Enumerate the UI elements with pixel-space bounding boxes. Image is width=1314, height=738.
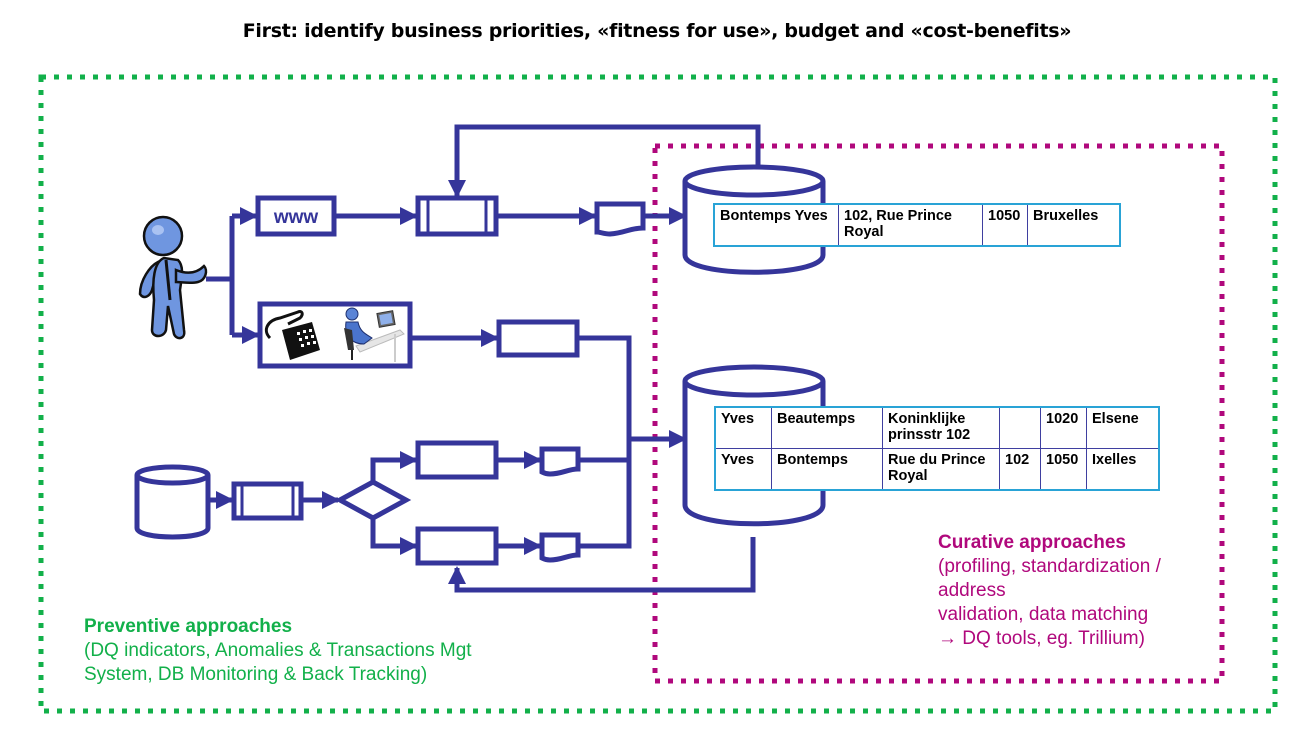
table-row: Yves Beautemps Koninklijke prinsstr 102 …	[715, 407, 1160, 449]
preventive-heading: Preventive approaches	[84, 616, 293, 637]
curative-line: validation, data matching	[938, 604, 1149, 625]
database-top-table: Bontemps Yves 102, Rue Prince Royal 1050…	[713, 203, 1121, 247]
table-cell: Beautemps	[771, 407, 883, 449]
diagram-title: First: identify business priorities, «fi…	[242, 20, 1072, 42]
call-center-agent-icon	[344, 307, 405, 362]
curative-line: (profiling, standardization /	[938, 556, 1161, 577]
database-bottom-table: Yves Beautemps Koninklijke prinsstr 102 …	[714, 406, 1160, 491]
table-cell: Yves	[715, 407, 772, 449]
web-label: www	[273, 207, 319, 228]
customer-person-icon	[138, 215, 208, 340]
connector-decision-lower	[370, 514, 418, 555]
feedback-db-top-to-process	[448, 124, 761, 198]
document-lower-branch	[539, 532, 581, 563]
table-row: Yves Bontemps Rue du Prince Royal 102 10…	[715, 448, 1160, 491]
process-entry-top	[415, 195, 499, 237]
telephone-icon	[264, 310, 320, 360]
process-phone-entry	[496, 319, 580, 358]
phone-channel-box	[257, 301, 413, 369]
table-cell: 102, Rue Prince Royal	[838, 204, 983, 247]
table-cell: Bontemps Yves	[714, 204, 839, 247]
curative-boundary	[652, 143, 1225, 684]
preventive-line: System, DB Monitoring & Back Tracking)	[84, 664, 428, 685]
decision-diamond	[334, 479, 412, 521]
table-row: Bontemps Yves 102, Rue Prince Royal 1050…	[714, 204, 1121, 247]
process-lower-branch	[415, 526, 499, 566]
table-cell: 102	[999, 448, 1041, 491]
table-cell: Bontemps	[771, 448, 883, 491]
web-channel-box: www	[255, 195, 337, 237]
curative-line: → DQ tools, eg. Trillium)	[938, 628, 1145, 649]
process-batch-load	[231, 481, 304, 521]
document-upper-branch	[539, 446, 581, 477]
connector-decision-upper	[370, 451, 418, 486]
table-cell: 1020	[1040, 407, 1087, 449]
table-cell: Bruxelles	[1027, 204, 1121, 247]
table-cell: 1050	[982, 204, 1028, 247]
preventive-approaches-note: Preventive approaches (DQ indicators, An…	[84, 615, 472, 687]
connector-box-bus	[577, 335, 632, 459]
table-cell: Rue du Prince Royal	[882, 448, 1000, 491]
table-cell	[999, 407, 1041, 449]
table-cell: Elsene	[1086, 407, 1160, 449]
curative-line: address	[938, 580, 1006, 601]
table-cell: 1050	[1040, 448, 1087, 491]
connector-lower-doc-bus	[578, 459, 632, 549]
curative-heading: Curative approaches	[938, 532, 1126, 553]
table-cell: Yves	[715, 448, 772, 491]
preventive-boundary	[38, 74, 1278, 714]
preventive-line: (DQ indicators, Anomalies & Transactions…	[84, 640, 472, 661]
connector-person-split	[206, 216, 235, 335]
table-cell: Koninklijke prinsstr 102	[882, 407, 1000, 449]
document-top	[594, 201, 646, 237]
table-cell: Ixelles	[1086, 448, 1160, 491]
curative-approaches-note: Curative approaches (profiling, standard…	[938, 531, 1161, 651]
source-database-icon	[134, 464, 211, 540]
feedback-db-bottom-to-process	[448, 537, 756, 593]
process-upper-branch	[415, 440, 499, 480]
